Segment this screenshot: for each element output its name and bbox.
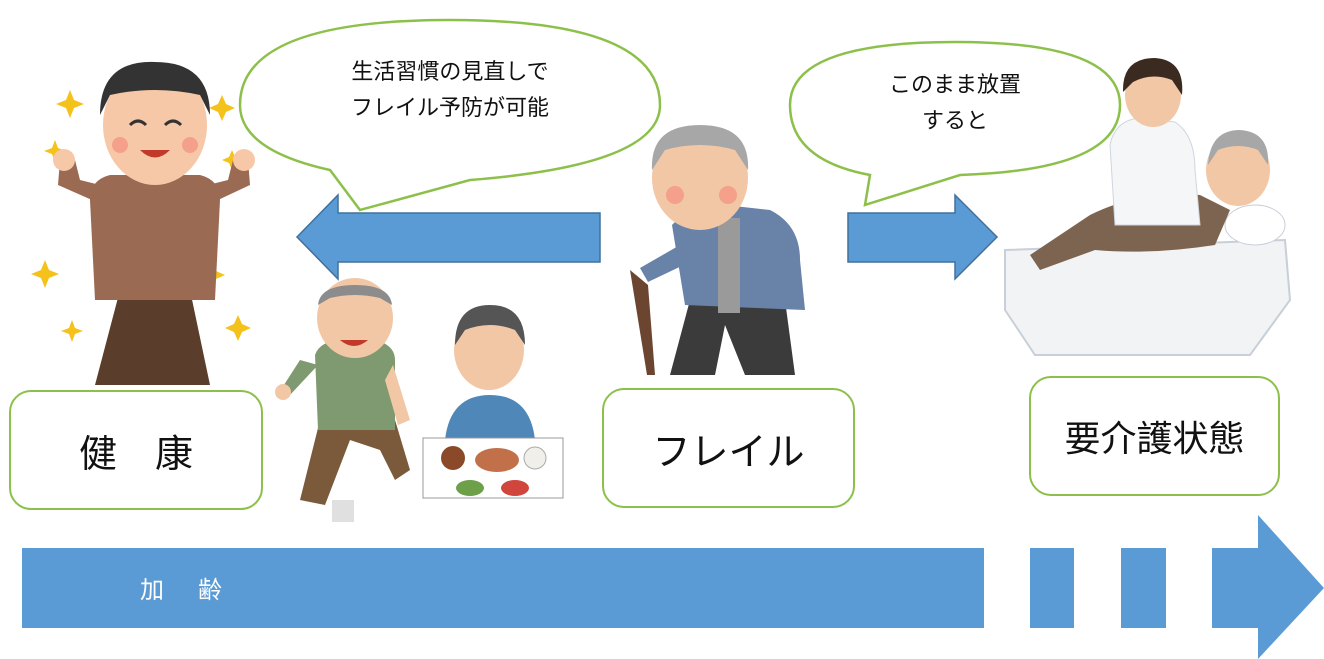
stage-healthy-label: 健 康 [78, 431, 193, 476]
arrow-left [295, 193, 601, 281]
stage-care-needed-label: 要介護状態 [1064, 419, 1245, 460]
care-bed-illustration [1004, 58, 1292, 356]
stage-healthy-box: 健 康 [9, 390, 263, 510]
exercising-elderly-illustration [275, 278, 410, 522]
stage-frailty-box: フレイル [602, 388, 855, 508]
bubble-left-line1: 生活習慣の見直しで [351, 60, 549, 85]
speech-bubble-left [238, 18, 662, 212]
bubble-left-line2: フレイル予防が可能 [350, 96, 549, 121]
bubble-right-line1: このまま放置 [888, 73, 1021, 98]
eating-elderly-illustration [422, 305, 564, 499]
healthy-man-illustration [53, 61, 255, 385]
bubble-left-text: 生活習慣の見直しで フレイル予防が可能 [300, 55, 600, 127]
arrow-right [847, 193, 999, 281]
frail-elderly-illustration [630, 125, 805, 375]
bubble-right-text: このまま放置 すると [845, 68, 1065, 140]
speech-bubble-right [788, 40, 1122, 207]
aging-arrow [22, 515, 1324, 659]
stage-care-needed-box: 要介護状態 [1029, 376, 1280, 496]
stage-frailty-label: フレイル [652, 429, 805, 474]
aging-label: 加齢 [140, 576, 256, 604]
bubble-right-line2: すると [921, 109, 988, 134]
